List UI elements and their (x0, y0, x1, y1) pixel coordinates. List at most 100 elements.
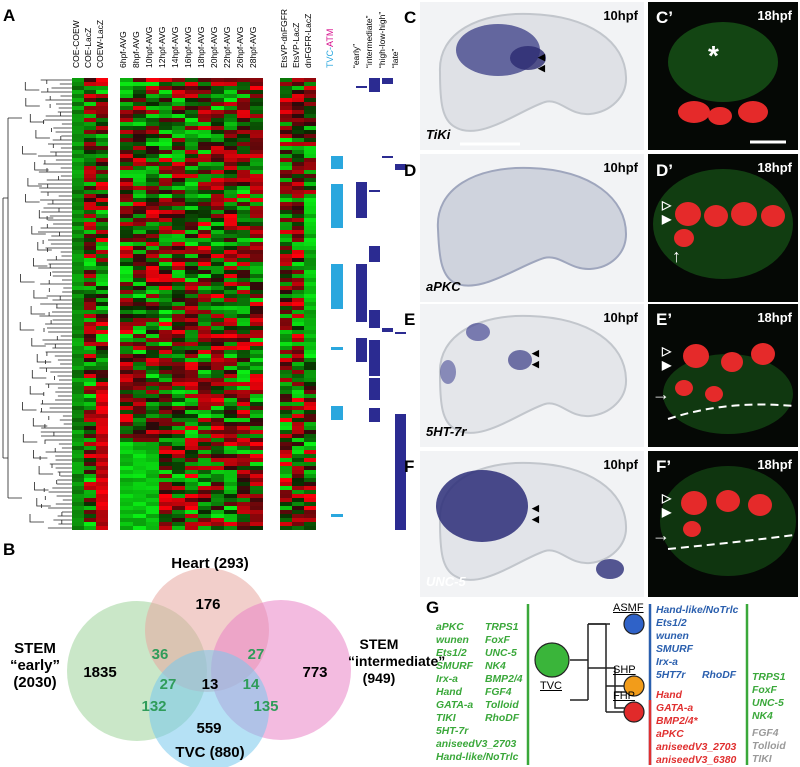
heatmap-cell (185, 78, 198, 83)
heatmap-cell (146, 202, 159, 207)
heatmap-cell (211, 90, 224, 95)
heatmap-cell (84, 222, 96, 227)
heatmap-cell (280, 286, 292, 291)
heatmap-cell (185, 86, 198, 91)
heatmap-cell (250, 146, 263, 151)
category-label: “intermediate” (364, 15, 374, 68)
heatmap-cell (292, 226, 304, 231)
heatmap-cell (96, 378, 108, 383)
embryo-c (438, 12, 628, 146)
heatmap-cell (237, 122, 250, 127)
gene: aPKC (656, 729, 684, 740)
heatmap-cell (185, 306, 198, 311)
heatmap-cell (133, 446, 146, 451)
heatmap-cell (237, 294, 250, 299)
heatmap-cell (172, 302, 185, 307)
heatmap-cell (133, 366, 146, 371)
heatmap-cell (146, 250, 159, 255)
heatmap-cell (224, 438, 237, 443)
heatmap-cell (224, 274, 237, 279)
heatmap-cell (172, 482, 185, 487)
heatmap-cell (133, 150, 146, 155)
heatmap-cell (292, 166, 304, 171)
heatmap-cell (146, 242, 159, 247)
heatmap-cell (72, 434, 84, 439)
heatmap-cell (84, 478, 96, 483)
heatmap-cell (198, 290, 211, 295)
heatmap-cell (72, 306, 84, 311)
heatmap-cell (96, 190, 108, 195)
heatmap-cell (185, 506, 198, 511)
heatmap-cell (84, 474, 96, 479)
heatmap-cell (224, 410, 237, 415)
gene-label: UNC-5 (426, 574, 466, 589)
heatmap-cell (159, 246, 172, 251)
heatmap-cell (120, 190, 133, 195)
heatmap-cell (211, 482, 224, 487)
heatmap-cell (224, 214, 237, 219)
heatmap-cell (146, 474, 159, 479)
heatmap-cell (211, 250, 224, 255)
heatmap-cell (237, 402, 250, 407)
heatmap-cell (133, 186, 146, 191)
tvc-atm-label: TVC-ATM (325, 6, 342, 68)
col-label: 18hpf-AVG (196, 26, 206, 68)
heatmap-cell (224, 362, 237, 367)
heatmap-cell (185, 350, 198, 355)
heatmap-cell (72, 134, 84, 139)
heatmap-cell (237, 210, 250, 215)
heatmap-cell (292, 350, 304, 355)
heatmap-cell (133, 146, 146, 151)
heatmap-cell (133, 510, 146, 515)
heatmap-cell (146, 326, 159, 331)
heatmap-cell (292, 470, 304, 475)
venn-int-label-1: STEM (359, 636, 399, 652)
heatmap-cell (198, 110, 211, 115)
heatmap-cell (292, 342, 304, 347)
heatmap-cell (237, 242, 250, 247)
heatmap-cell (159, 94, 172, 99)
heatmap-cell (84, 366, 96, 371)
panel-f-label: F (404, 457, 415, 476)
heatmap-cell (211, 110, 224, 115)
heatmap-cell (84, 218, 96, 223)
heatmap-cell (72, 502, 84, 507)
heatmap-cell (292, 78, 304, 83)
heatmap-cell (120, 158, 133, 163)
heatmap-cell (280, 78, 292, 83)
heatmap-cell (250, 230, 263, 235)
heatmap-cell (292, 498, 304, 503)
heatmap-cell (304, 518, 316, 523)
heatmap-cell (159, 146, 172, 151)
heatmap-cell (198, 414, 211, 419)
heatmap-cell (292, 198, 304, 203)
heatmap-cell (237, 194, 250, 199)
heatmap-cell (172, 438, 185, 443)
heatmap-cell (72, 290, 84, 295)
heatmap-cell (84, 382, 96, 387)
heatmap-cell (224, 466, 237, 471)
heatmap-cell (280, 178, 292, 183)
col-label: 6hpf-AVG (118, 31, 128, 68)
heatmap-cell (250, 318, 263, 323)
heatmap-cell (280, 166, 292, 171)
heatmap-cell (185, 230, 198, 235)
heatmap-cell (280, 430, 292, 435)
heatmap-cell (250, 110, 263, 115)
heatmap-cell (84, 274, 96, 279)
heatmap-cell (72, 146, 84, 151)
heatmap-cell (280, 142, 292, 147)
heatmap-cell (304, 178, 316, 183)
heatmap-cell (185, 314, 198, 319)
heatmap-cell (198, 478, 211, 483)
heatmap-cell (237, 278, 250, 283)
gene: BMP2/4 (485, 674, 523, 685)
heatmap-cell (198, 514, 211, 519)
heatmap-cell (172, 414, 185, 419)
heatmap-cell (280, 358, 292, 363)
heatmap-cell (224, 114, 237, 119)
heatmap-cell (185, 482, 198, 487)
heatmap-cell (133, 454, 146, 459)
heatmap-cell (304, 82, 316, 87)
heatmap-cell (198, 522, 211, 527)
